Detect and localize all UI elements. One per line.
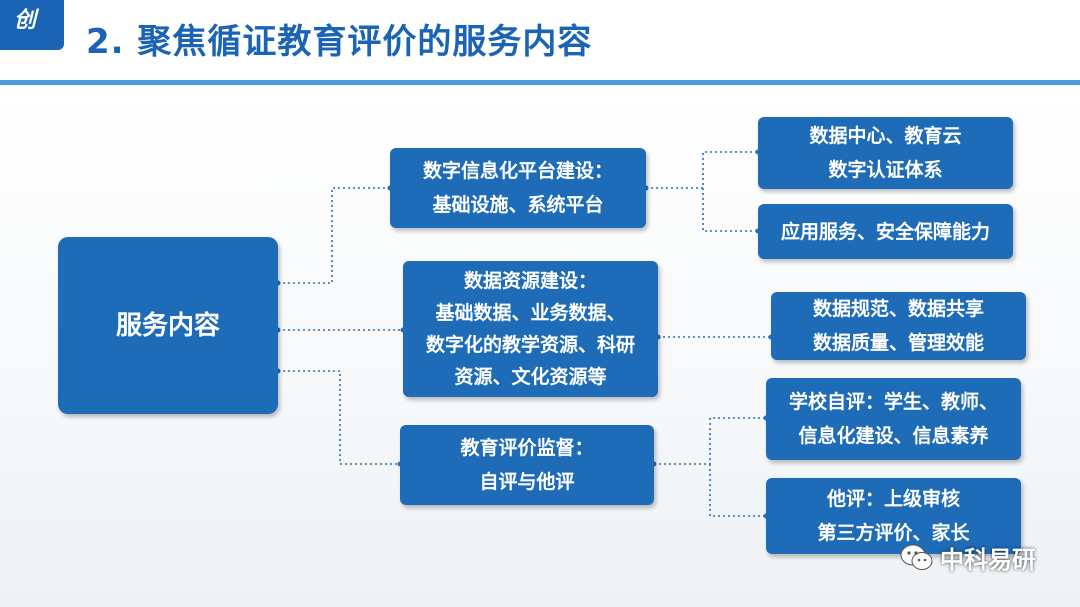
branch-eval-line: 教育评价监督： (460, 437, 594, 459)
connector-root-branch1 (278, 187, 390, 284)
leaf-self-evaluation: 学校自评：学生、教师、 信息化建设、信息素养 (766, 378, 1021, 460)
leaf-line: 信息化建设、信息素养 (798, 425, 989, 447)
slide-title: 2. 聚焦循证教育评价的服务内容 (86, 22, 593, 62)
branch-platform-line: 数字信息化平台建设： (422, 160, 613, 182)
leaf-line: 数据质量、管理效能 (812, 332, 984, 354)
branch-evaluation: 教育评价监督： 自评与他评 (400, 425, 654, 505)
watermark: 中科易研 (900, 540, 1036, 575)
leaf-line: 学校自评：学生、教师、 (788, 391, 998, 413)
leaf-line: 应用服务、安全保障能力 (780, 220, 990, 243)
branch-data-line: 资源、文化资源等 (454, 366, 607, 388)
slide-header: 创 2. 聚焦循证教育评价的服务内容 (0, 0, 1080, 86)
leaf-external-evaluation: 他评：上级审核 第三方评价、家长 (766, 478, 1021, 554)
title-divider (0, 80, 1080, 85)
leaf-line: 数据规范、数据共享 (812, 298, 984, 320)
leaf-line: 第三方评价、家长 (817, 522, 970, 544)
branch-platform-line: 基础设施、系统平台 (432, 194, 604, 216)
logo-text: 创 (14, 8, 37, 33)
branch-data-resources: 数据资源建设： 基础数据、业务数据、 数字化的教学资源、科研 资源、文化资源等 (403, 261, 658, 397)
logo: 创 (0, 0, 64, 50)
leaf-line: 数字认证体系 (828, 159, 943, 181)
leaf-data-standards: 数据规范、数据共享 数据质量、管理效能 (771, 292, 1026, 360)
root-node: 服务内容 (58, 237, 278, 414)
watermark-text: 中科易研 (940, 546, 1036, 574)
branch-data-line: 数据资源建设： (463, 270, 597, 292)
leaf-data-center: 数据中心、教育云 数字认证体系 (758, 117, 1013, 189)
branch-data-line: 数字化的教学资源、科研 (425, 334, 635, 356)
branch-data-line: 基础数据、业务数据、 (435, 302, 626, 324)
connector-branch1-children (646, 151, 758, 232)
root-label: 服务内容 (115, 310, 220, 341)
leaf-app-services: 应用服务、安全保障能力 (758, 204, 1013, 259)
wechat-icon (900, 544, 933, 570)
leaf-line: 数据中心、教育云 (809, 125, 962, 147)
leaf-line: 他评：上级审核 (826, 488, 960, 510)
branch-platform: 数字信息化平台建设： 基础设施、系统平台 (390, 148, 646, 228)
connector-branch3-children (654, 417, 766, 517)
connector-root-branch3 (278, 370, 400, 465)
branch-eval-line: 自评与他评 (479, 471, 575, 493)
